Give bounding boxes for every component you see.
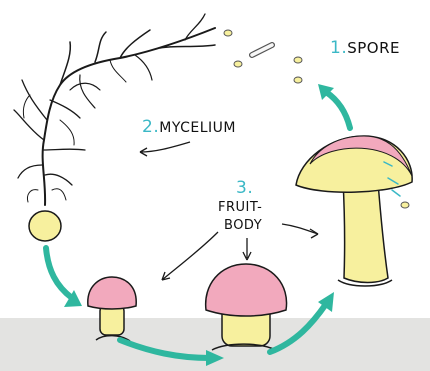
label-fruit-body-line2: BODY xyxy=(224,218,262,233)
label-fruit-body-number: 3. xyxy=(236,178,253,198)
label-fruit-body-line1: FRUIT- xyxy=(218,200,262,215)
floor-band xyxy=(0,318,430,371)
label-mycelium: 2.MYCELIUM xyxy=(142,117,236,137)
label-spore-number: 1. xyxy=(330,38,347,58)
label-spore-text: SPORE xyxy=(347,39,400,57)
mycelium-drawing xyxy=(14,14,215,205)
spore-bulb xyxy=(29,211,61,241)
large-mushroom xyxy=(296,136,412,286)
label-mycelium-text: MYCELIUM xyxy=(159,120,236,136)
label-mycelium-number: 2. xyxy=(142,117,159,137)
label-spore: 1.SPORE xyxy=(330,38,400,58)
